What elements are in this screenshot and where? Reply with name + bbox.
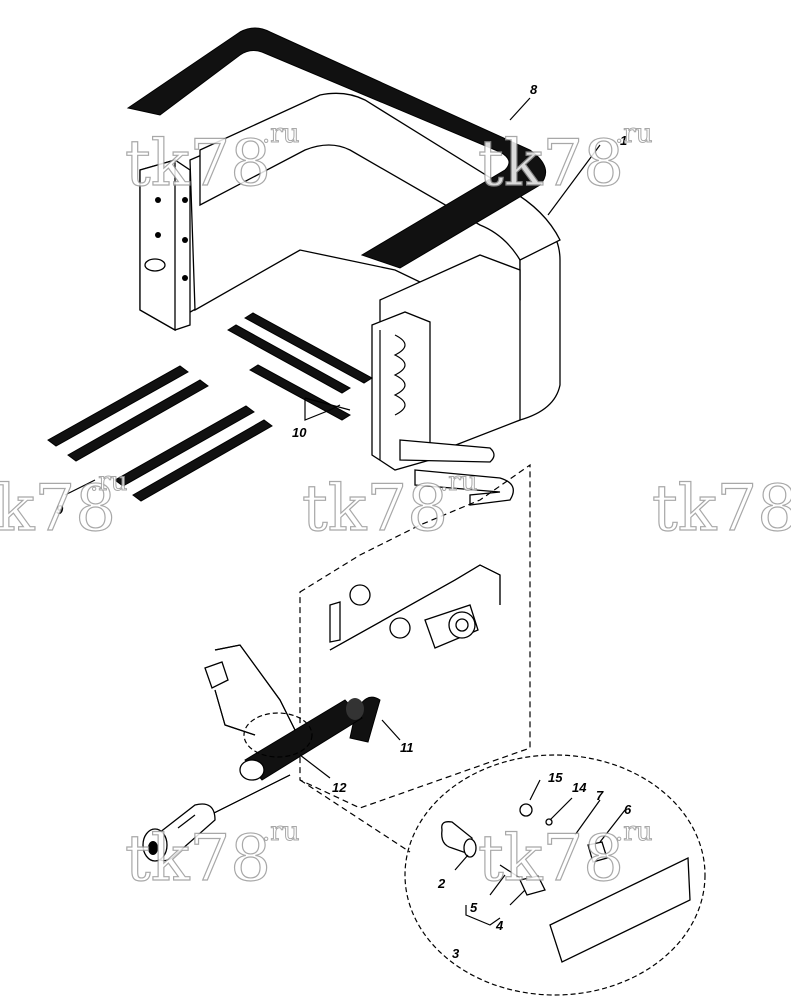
coil-header [371, 311, 514, 506]
watermark-suffix: .ru [440, 467, 477, 497]
condenser-coil [184, 92, 561, 456]
watermarks: tk78 .ru tk78 .ru tk78 .ru tk78 .ru tk78… [0, 119, 791, 897]
watermark-text: tk78 [478, 127, 624, 201]
tubing-assembly [204, 564, 501, 816]
watermark-suffix: .ru [90, 467, 127, 497]
callout-8: 8 [530, 82, 538, 97]
callout-1: 1 [620, 133, 627, 148]
group-outline [299, 463, 531, 809]
watermark-text: tk78 [0, 472, 116, 546]
callout-labels: 1 2 3 4 5 6 7 8 9 10 11 12 14 15 [56, 82, 632, 961]
callout-5: 5 [470, 900, 478, 915]
detail-circle [243, 712, 313, 758]
insulation-tube [239, 698, 364, 781]
watermark-suffix: .ru [615, 817, 652, 847]
seal-strip [126, 27, 547, 269]
mounting-bracket [139, 159, 191, 332]
callout-3: 3 [452, 946, 460, 961]
callout-15: 15 [548, 770, 563, 785]
watermark-text: tk78 [652, 472, 791, 546]
callout-11: 11 [400, 740, 414, 755]
filter-drier [142, 803, 216, 862]
callout-6: 6 [624, 802, 632, 817]
detail-view [404, 754, 706, 996]
watermark-text: tk78 [125, 127, 271, 201]
watermark-suffix: .ru [615, 119, 652, 149]
callout-14: 14 [572, 780, 587, 795]
watermark-text: tk78 [478, 822, 624, 896]
callout-4: 4 [495, 918, 504, 933]
watermark-text: tk78 [302, 472, 448, 546]
detail-parts [441, 803, 691, 963]
watermark-suffix: .ru [262, 817, 299, 847]
callout-2: 2 [437, 876, 446, 891]
callout-10: 10 [292, 425, 307, 440]
callout-12: 12 [332, 780, 347, 795]
foam-pads [47, 312, 373, 502]
callout-9: 9 [56, 502, 64, 517]
callout-7: 7 [596, 788, 604, 803]
watermark-text: tk78 [125, 822, 271, 896]
leader-lines [64, 97, 626, 926]
watermark-suffix: .ru [262, 119, 299, 149]
